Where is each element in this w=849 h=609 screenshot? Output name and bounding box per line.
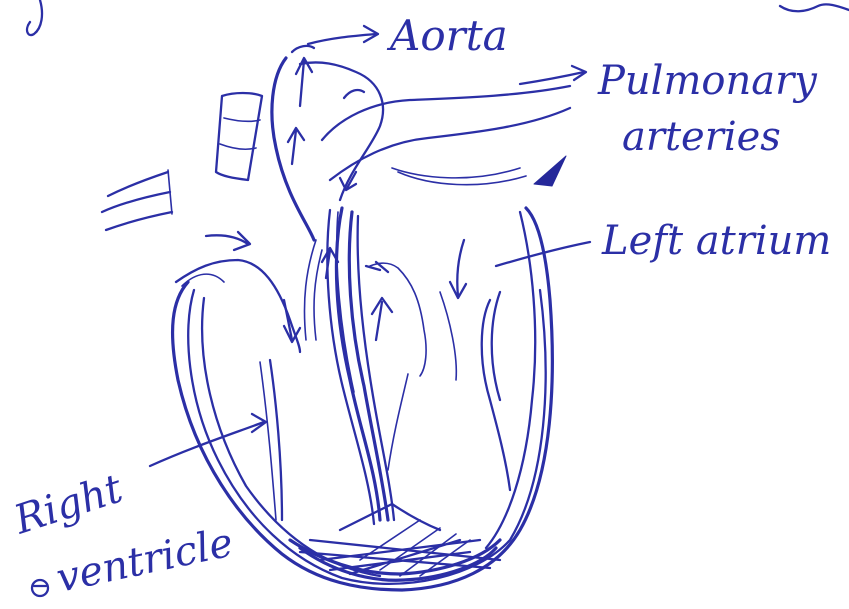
aorta-arrow: [308, 34, 376, 44]
pulmonary-label-line2: arteries: [622, 114, 781, 160]
left-chamber-walls: [366, 262, 510, 490]
pulmonary-label-line1: Pulmonary: [597, 58, 818, 104]
left-vein-lines: [102, 170, 172, 230]
superior-vena-cava: [216, 93, 262, 180]
septum: [304, 208, 394, 524]
label-right-ventricle: Right ventricle: [8, 414, 266, 602]
bullet-mark: [32, 580, 48, 596]
right-ventricle-label-line1: Right: [8, 465, 129, 543]
pulmonary-trunk: [322, 86, 570, 186]
right-ventricle-label-line2: ventricle: [53, 520, 238, 602]
aorta-label: Aorta: [386, 11, 508, 60]
left-atrium-label: Left atrium: [601, 218, 831, 264]
label-pulmonary-arteries: Pulmonary arteries: [520, 58, 818, 160]
flow-arrows: [206, 58, 466, 342]
arrow-arch: [344, 90, 364, 98]
label-aorta: Aorta: [308, 11, 508, 60]
pulmonary-leader: [520, 72, 584, 84]
